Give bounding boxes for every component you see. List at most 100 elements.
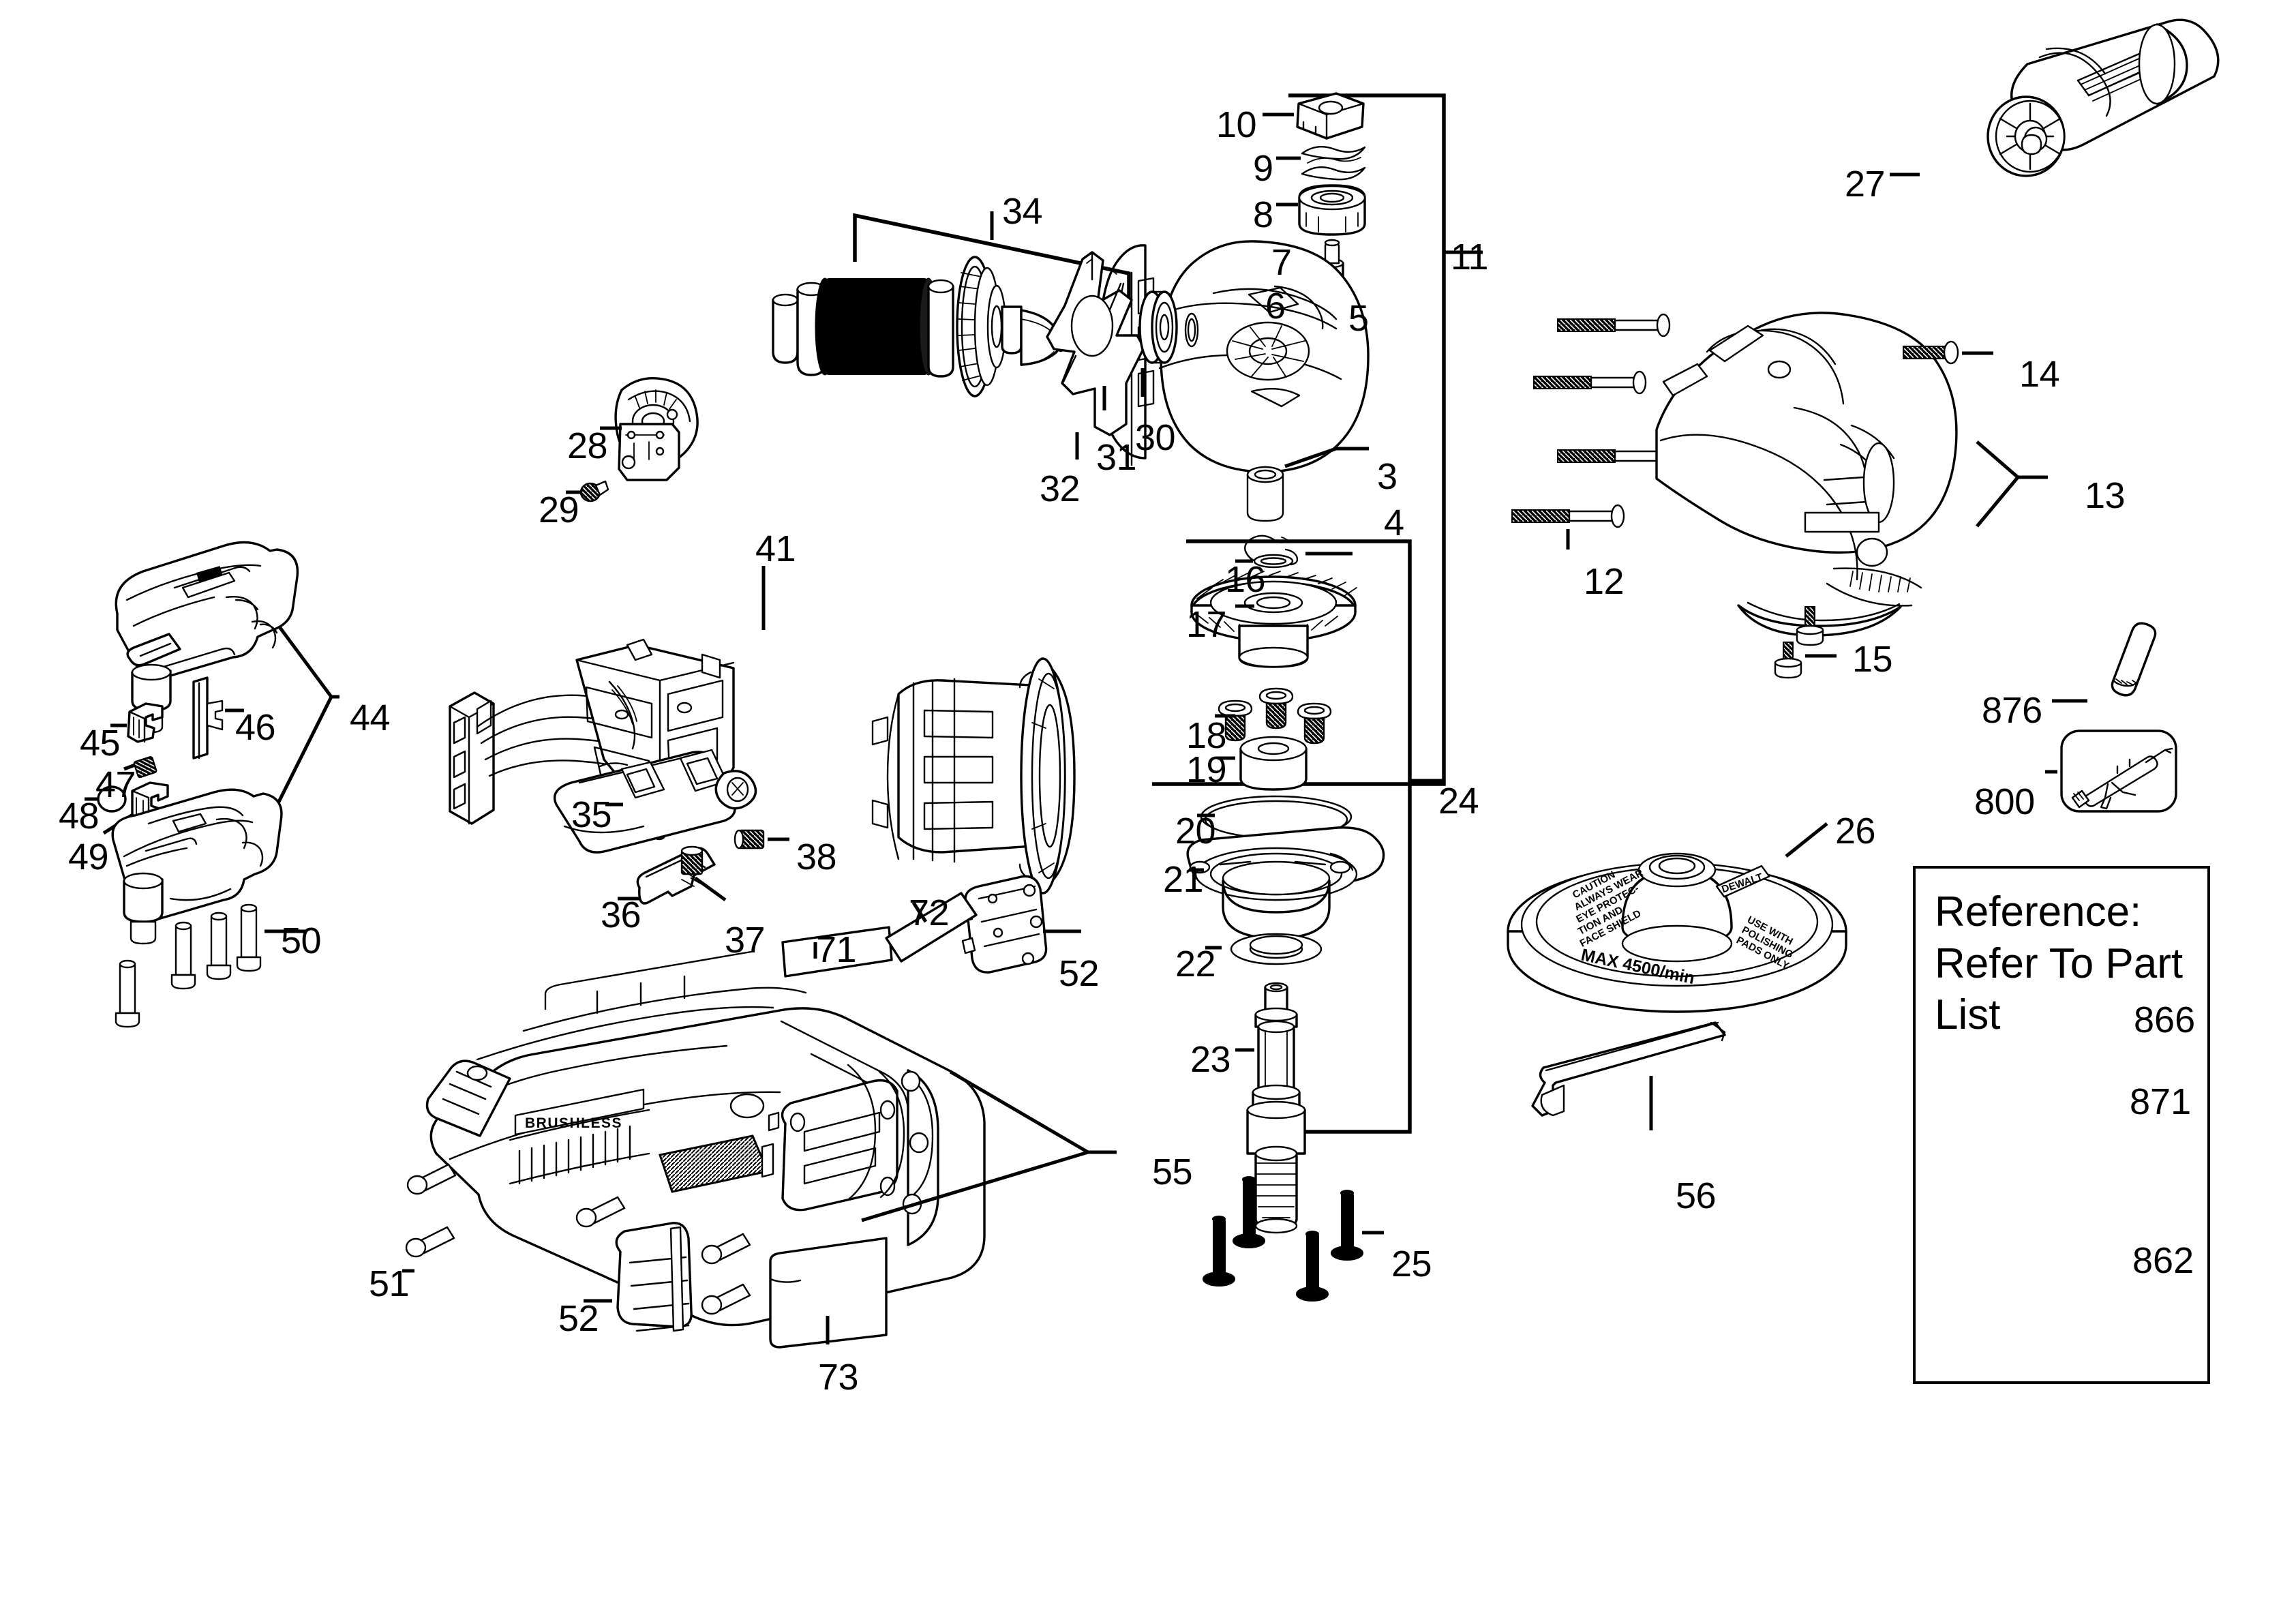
callout-32: 32 [1040,468,1081,509]
part-19-spacer [1239,736,1308,791]
callout-45: 45 [80,723,121,764]
callout-52: 52 [558,1298,599,1339]
part-52-vent-grille-a [958,875,1048,974]
callout-23: 23 [1190,1039,1231,1080]
part-71-label [781,926,893,978]
part-876-grease-tube [2111,622,2157,697]
leader-47 [123,763,136,771]
part-55-clamshell-housing: BRUSHLESS [425,950,986,1327]
leader-72 [911,901,928,923]
callout-20: 20 [1175,811,1216,852]
callout-21: 21 [1163,859,1204,900]
callout-7: 7 [1271,242,1292,283]
callout-17: 17 [1186,604,1227,645]
part-8-bushing-cap [1298,184,1366,236]
callout-24: 24 [1438,781,1479,822]
reference-item-number-871: 871 [2130,1081,2192,1122]
part-56-hex-key [1531,1021,1726,1117]
part-37-roll-pin [680,845,704,875]
callout-11: 11 [1451,237,1489,277]
callout-38: 38 [796,837,837,877]
pad-label-caution: CAUTION ALWAYS WEAR EYE PROTEC- TION AND… [1571,867,1646,950]
part-800-grease-gun-box [2060,730,2177,813]
callout-5: 5 [1348,298,1369,339]
part-13-guard-assembly [1655,312,1958,637]
reference-box [1913,866,2210,1384]
callout-52: 52 [1059,953,1100,994]
callout-4: 4 [1384,502,1404,543]
part-28-sensor-board [614,377,699,481]
callout-800: 800 [1974,781,2035,822]
callout-14: 14 [2019,354,2060,395]
callout-41: 41 [755,528,796,569]
part-52-vent-grille-b [615,1222,693,1332]
callout-876: 876 [1982,690,2042,731]
reference-item-number-866: 866 [2134,999,2196,1040]
part-45-terminal-clip [127,702,164,743]
part-35-switch-paddle [553,749,757,854]
part-16-shim [1253,554,1294,569]
callout-51: 51 [369,1263,410,1304]
part-21-bearing-housing [1186,826,1385,939]
part-31-bearing [1138,290,1178,364]
callout-3: 3 [1377,456,1398,497]
callout-29: 29 [539,490,579,530]
part-12-screws [1511,313,1671,550]
part-73-label [769,1237,888,1349]
callout-37: 37 [725,920,766,961]
part-51-screws [402,1163,751,1315]
part-30-retaining-ring [1184,312,1199,348]
part-32-baffle [1046,251,1145,436]
part-15-screws [1774,606,1824,679]
callout-73: 73 [818,1357,859,1398]
leader-26 [1785,822,1828,858]
callout-16: 16 [1225,559,1266,600]
callout-48: 48 [59,796,100,837]
callout-19: 19 [1186,749,1227,790]
part-72-label [885,892,978,963]
part-18-screws [1218,687,1332,745]
callout-6: 6 [1265,286,1286,327]
callout-46: 46 [235,707,276,748]
callout-10: 10 [1216,104,1257,145]
callout-13: 13 [2085,475,2126,516]
callout-44: 44 [350,697,391,738]
part-47-spring [133,756,157,779]
part-22-seal-washer [1230,933,1323,965]
callout-9: 9 [1253,148,1273,189]
callout-27: 27 [1845,164,1886,205]
part-46-contact-strip [192,676,224,760]
part-29-screw [579,480,609,502]
callout-26: 26 [1835,811,1876,852]
callout-36: 36 [601,894,641,935]
callout-47: 47 [95,764,136,805]
leader-3 [1284,447,1369,468]
part-9-spring-washers [1301,145,1366,181]
part-25-screws [1203,1176,1363,1302]
callout-31: 31 [1096,437,1137,478]
part-14-screw [1903,340,1959,365]
part-38-spring-pin [734,829,765,849]
part-34-armature [772,256,1067,397]
leader-37 [694,876,727,902]
callout-71: 71 [816,929,857,970]
part-44-lower-housing [111,788,283,945]
part-50-screws [115,903,305,1028]
callout-72: 72 [909,892,950,933]
reference-box-title: Reference: Refer To Part List [1935,888,2184,1039]
callout-18: 18 [1186,715,1227,756]
callout-49: 49 [68,837,109,877]
part-26-backing-pad: CAUTION ALWAYS WEAR EYE PROTEC- TION AND… [1507,852,1847,1013]
part-41-electronics-assembly [449,638,1076,894]
callout-28: 28 [567,425,608,466]
part-27-side-handle [1987,18,2220,177]
callout-50: 50 [281,920,322,961]
part-23-spindle [1246,982,1306,1234]
callout-56: 56 [1676,1175,1717,1216]
callout-15: 15 [1852,639,1893,680]
callout-55: 55 [1152,1152,1193,1192]
callout-30: 30 [1135,417,1176,458]
grease-gun-icon [2071,747,2173,810]
